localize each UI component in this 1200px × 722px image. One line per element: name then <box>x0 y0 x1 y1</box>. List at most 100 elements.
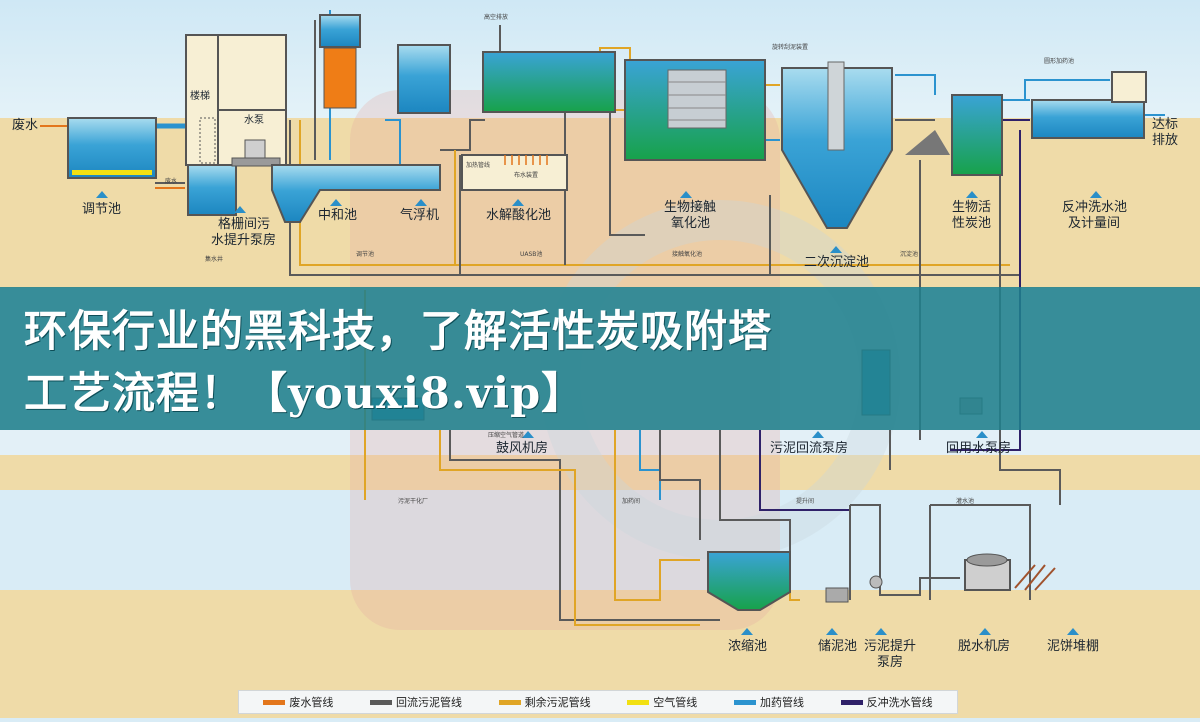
legend-swatch <box>840 699 863 705</box>
tiny-beiyong: 提升间 <box>796 498 815 505</box>
tiny-chendian: 沉淀池 <box>900 251 919 258</box>
tank-fanchong <box>1031 99 1145 139</box>
label-dabiao-2: 排放 <box>1152 133 1179 148</box>
legend-label: 剩余污泥管线 <box>524 696 591 709</box>
tiny-wunigan: 污泥干化厂 <box>398 498 429 505</box>
label-fanchong-2: 及计量间 <box>1068 216 1121 231</box>
pipes-lower <box>364 290 1061 626</box>
legend-swatch <box>627 699 650 705</box>
media-lines <box>668 81 726 121</box>
tiny-gaokong: 高空排放 <box>484 14 509 21</box>
tank-zhonghe <box>271 164 441 223</box>
tiny-jiare: 加热管线 <box>466 162 491 169</box>
tiny-jishuijing: 集水井 <box>205 256 224 263</box>
media-block <box>667 69 727 129</box>
label-jiechu-1: 生物接触 <box>664 200 717 215</box>
marker-huiyong <box>976 431 988 438</box>
label-fanchong-1: 反冲洗水池 <box>1062 200 1128 215</box>
tank-geshan-well <box>187 164 237 216</box>
tank-huoxingtan <box>951 94 1003 176</box>
carbon-pile <box>905 130 950 155</box>
tank-tiaojie <box>67 117 157 179</box>
legend-label: 反冲洗水管线 <box>866 696 933 709</box>
label-gufeng: 鼓风机房 <box>496 441 549 456</box>
tiny-bushui: 布水装置 <box>514 172 539 179</box>
marker-nibing <box>1067 628 1079 635</box>
legend-label: 空气管线 <box>653 696 698 709</box>
legend-item: 反冲洗水管线 <box>840 694 933 710</box>
tiny-yalian: 压缩空气管道 <box>488 432 525 439</box>
marker-qifu <box>415 199 427 206</box>
marker-geshan <box>234 206 246 213</box>
tiny-uasb: UASB池 <box>520 251 543 258</box>
title-banner: 环保行业的黑科技，了解活性炭吸附塔 工艺流程！【youxi8.vip】 <box>0 287 1200 430</box>
tank-chuni <box>825 587 849 603</box>
pump-base <box>231 157 281 167</box>
label-wuniti-1: 污泥提升 <box>864 639 917 654</box>
legend-label: 废水管线 <box>289 696 334 709</box>
label-nongsuo: 浓缩池 <box>728 639 768 654</box>
dewater-drum <box>966 553 1008 567</box>
tank-qifu <box>397 44 451 114</box>
marker-huoxingtan <box>966 191 978 198</box>
legend-swatch <box>369 699 392 705</box>
legend-swatch <box>263 699 286 705</box>
legend-item: 废水管线 <box>263 694 333 710</box>
label-wuni-huiliu: 污泥回流泵房 <box>770 441 849 456</box>
label-louti: 楼梯 <box>190 91 210 102</box>
label-huoxing-2: 性炭池 <box>952 216 992 231</box>
tank-tiaojie-sludge <box>72 170 152 175</box>
legend-item: 加药管线 <box>733 694 804 710</box>
marker-wuniti <box>875 628 887 635</box>
marker-chuni <box>826 628 838 635</box>
legend-swatch <box>498 699 521 705</box>
marker-jiechu <box>680 191 692 198</box>
marker-tuoshui <box>979 628 991 635</box>
label-qifu-ji: 气浮机 <box>400 208 440 223</box>
label-fei-shui: 废水 <box>12 118 39 133</box>
pump-motor <box>244 139 266 159</box>
legend: 废水管线 回流污泥管线 剩余污泥管线 空气管线 加药管线 反冲洗水管线 <box>238 690 958 714</box>
label-jiechu-2: 氧化池 <box>671 216 711 231</box>
marker-zhonghe <box>330 199 342 206</box>
tiny-yuanxing: 圆形加药池 <box>1044 58 1075 65</box>
legend-label: 回流污泥管线 <box>395 696 462 709</box>
label-chuni: 储泥池 <box>818 639 858 654</box>
label-zhonghe-chi: 中和池 <box>318 208 358 223</box>
legend-label: 加药管线 <box>759 696 804 709</box>
label-huiyong: 回用水泵房 <box>946 441 1012 456</box>
pump-grid <box>199 117 216 164</box>
marker-gufeng <box>522 431 534 438</box>
label-geshan-1: 格栅间污 <box>218 217 271 232</box>
legend-item: 回流污泥管线 <box>369 694 462 710</box>
tiny-guanshui: 灌水池 <box>956 498 975 505</box>
tank-uasb <box>482 51 616 113</box>
tiny-jiayao: 加药间 <box>622 498 641 505</box>
column-dosing-top <box>319 14 361 48</box>
label-geshan-2: 水提升泵房 <box>211 233 277 248</box>
tiny-tiaojie: 调节池 <box>356 251 375 258</box>
tiny-xuanzhuan: 旋转刮泥装置 <box>772 44 809 51</box>
tank-erci-column <box>827 61 845 151</box>
pump-wuniti <box>869 575 883 589</box>
sludge-cake <box>1014 564 1056 591</box>
tank-shuijie <box>461 154 568 191</box>
title-line-1: 环保行业的黑科技，了解活性炭吸附塔 <box>24 307 772 357</box>
marker-shuijie <box>512 199 524 206</box>
label-wuniti-2: 泵房 <box>877 655 904 670</box>
label-tiaojie-chi: 调节池 <box>82 202 122 217</box>
building-geshan <box>185 34 287 166</box>
marker-erci <box>830 246 842 253</box>
legend-item: 空气管线 <box>627 694 697 710</box>
marker-nongsuo <box>741 628 753 635</box>
marker-huiliu <box>812 431 824 438</box>
tower-fanchong <box>1111 71 1147 103</box>
marker-tiaojie <box>96 191 108 198</box>
label-huoxing-1: 生物活 <box>952 200 992 215</box>
label-shui-beng: 水泵 <box>244 115 264 126</box>
legend-swatch <box>733 699 756 705</box>
heater-coils <box>504 155 548 165</box>
title-line-2: 工艺流程！【youxi8.vip】 <box>24 369 586 419</box>
legend-item: 剩余污泥管线 <box>498 694 591 710</box>
